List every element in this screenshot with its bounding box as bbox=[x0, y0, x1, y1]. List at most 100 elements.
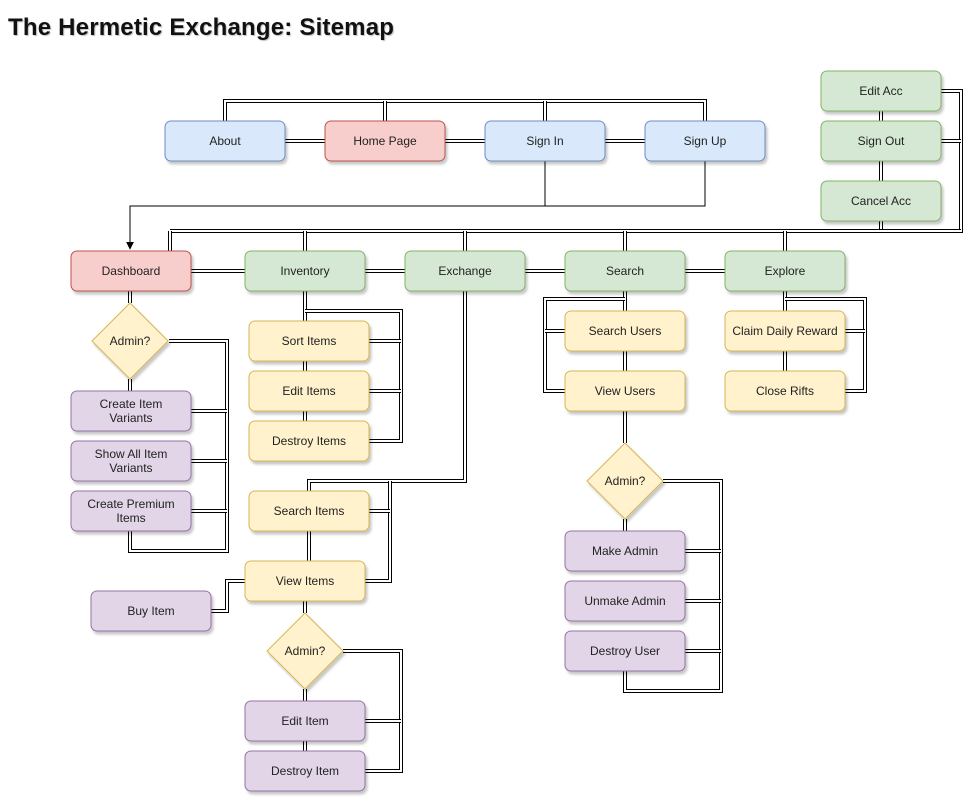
node-edititem: Edit Item bbox=[244, 700, 366, 742]
node-label: Cancel Acc bbox=[851, 194, 911, 208]
node-viewitems: View Items bbox=[244, 560, 366, 602]
node-label: Buy Item bbox=[127, 604, 174, 618]
node-editacc: Edit Acc bbox=[820, 70, 942, 112]
node-box bbox=[70, 440, 192, 482]
node-box bbox=[244, 750, 366, 792]
node-label: Edit Acc bbox=[859, 84, 902, 98]
node-label: About bbox=[209, 134, 241, 148]
page-title: The Hermetic Exchange: Sitemap bbox=[8, 14, 395, 41]
node-label: Edit Item bbox=[281, 714, 328, 728]
node-edititems: Edit Items bbox=[248, 370, 370, 412]
node-searchusers: Search Users bbox=[564, 310, 686, 352]
node-label: Make Admin bbox=[592, 544, 658, 558]
node-exchange: Exchange bbox=[404, 250, 526, 292]
node-destroyitem: Destroy Item bbox=[244, 750, 366, 792]
node-label: Exchange bbox=[438, 264, 492, 278]
node-label: Admin? bbox=[285, 644, 326, 658]
node-box bbox=[564, 530, 686, 572]
connector-line bbox=[223, 99, 707, 121]
node-box bbox=[724, 250, 846, 292]
node-unmakeadmin: Unmake Admin bbox=[564, 580, 686, 622]
node-destroyitems: Destroy Items bbox=[248, 420, 370, 462]
node-box bbox=[248, 370, 370, 412]
connectors bbox=[126, 89, 963, 773]
connector-line-inner bbox=[343, 650, 402, 772]
node-destroyuser: Destroy User bbox=[564, 630, 686, 672]
node-dailyreward: Claim Daily Reward bbox=[724, 310, 846, 352]
connector-line-inner bbox=[211, 580, 245, 612]
node-box bbox=[564, 580, 686, 622]
node-dashboard: Dashboard bbox=[70, 250, 192, 292]
arrow-to-dashboard bbox=[126, 161, 546, 250]
node-admin2: Admin? bbox=[266, 612, 344, 690]
node-signup: Sign Up bbox=[644, 120, 766, 162]
node-box bbox=[244, 700, 366, 742]
node-box bbox=[70, 390, 192, 432]
node-box bbox=[244, 560, 366, 602]
node-searchitems: Search Items bbox=[248, 490, 370, 532]
node-box bbox=[248, 490, 370, 532]
node-label: Edit Items bbox=[282, 384, 335, 398]
node-box bbox=[404, 250, 526, 292]
node-signout: Sign Out bbox=[820, 120, 942, 162]
node-label: Admin? bbox=[605, 474, 646, 488]
decision-diamond bbox=[91, 302, 169, 380]
node-box bbox=[564, 310, 686, 352]
node-box bbox=[820, 180, 942, 222]
node-label: View Items bbox=[276, 574, 334, 588]
decision-diamond bbox=[586, 442, 664, 520]
connector-line-inner bbox=[305, 310, 402, 442]
connector-line-inner bbox=[785, 298, 866, 392]
node-label: Search Items bbox=[274, 504, 345, 518]
node-box bbox=[564, 250, 686, 292]
node-closerifts: Close Rifts bbox=[724, 370, 846, 412]
node-admin1: Admin? bbox=[91, 302, 169, 380]
nodes: About Home Page Sign In Sign Up Edit AccSign… bbox=[70, 70, 942, 792]
node-box bbox=[70, 490, 192, 532]
node-label: Admin? bbox=[110, 334, 151, 348]
node-cancelacc: Cancel Acc bbox=[820, 180, 942, 222]
node-label: Destroy Item bbox=[271, 764, 339, 778]
node-buyitem: Buy Item bbox=[90, 590, 212, 632]
node-label: Sign In bbox=[526, 134, 563, 148]
connector-line-inner bbox=[308, 291, 466, 491]
node-explore: Explore bbox=[724, 250, 846, 292]
node-box bbox=[484, 120, 606, 162]
node-label: Search Users bbox=[589, 324, 662, 338]
node-viewusers: View Users bbox=[564, 370, 686, 412]
node-label: Destroy Items bbox=[272, 434, 346, 448]
node-box bbox=[724, 370, 846, 412]
node-makeadmin: Make Admin bbox=[564, 530, 686, 572]
node-home: Home Page bbox=[324, 120, 446, 162]
node-label: Close Rifts bbox=[756, 384, 814, 398]
node-search: Search bbox=[564, 250, 686, 292]
connector-line-inner bbox=[365, 481, 391, 582]
connector-line-inner bbox=[544, 298, 625, 392]
node-label: Destroy User bbox=[590, 644, 660, 658]
node-signin: Sign In bbox=[484, 120, 606, 162]
node-label: Dashboard bbox=[102, 264, 161, 278]
node-box bbox=[164, 120, 286, 162]
node-box bbox=[70, 250, 192, 292]
node-label: Explore bbox=[765, 264, 806, 278]
node-box bbox=[564, 630, 686, 672]
node-admin3: Admin? bbox=[586, 442, 664, 520]
connector-line-inner bbox=[224, 100, 706, 121]
node-box bbox=[724, 310, 846, 352]
node-label: View Users bbox=[595, 384, 655, 398]
node-box bbox=[248, 420, 370, 462]
node-label: Inventory bbox=[280, 264, 329, 278]
node-box bbox=[90, 590, 212, 632]
connector-line-inner bbox=[129, 340, 228, 552]
decision-diamond bbox=[266, 612, 344, 690]
node-box bbox=[644, 120, 766, 162]
node-inventory: Inventory bbox=[244, 250, 366, 292]
node-box bbox=[244, 250, 366, 292]
node-label: Home Page bbox=[353, 134, 417, 148]
node-box bbox=[564, 370, 686, 412]
